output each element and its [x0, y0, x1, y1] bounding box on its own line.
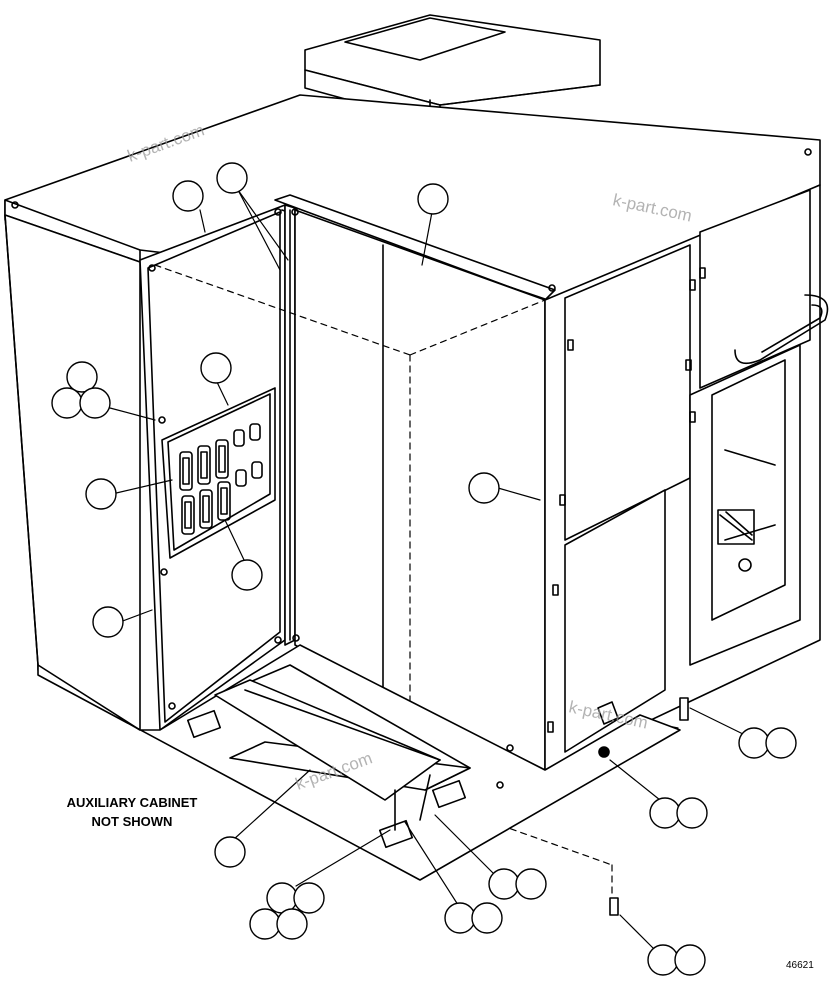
callout-balloon	[249, 908, 281, 940]
callout-balloon	[85, 478, 117, 510]
callout-balloon	[471, 902, 503, 934]
callout-balloon	[765, 727, 797, 759]
callout-balloon	[66, 361, 98, 393]
callout-balloon	[647, 944, 679, 976]
breaker-array	[179, 423, 263, 535]
callout-balloon	[79, 387, 111, 419]
callout-balloon	[515, 868, 547, 900]
callout-balloon	[649, 797, 681, 829]
callout-balloon	[468, 472, 500, 504]
callout-balloon	[92, 606, 124, 638]
left-side-panel	[4, 214, 141, 731]
callout-balloons	[51, 162, 797, 976]
drawing-number: 46621	[786, 960, 814, 971]
left-door-panel	[139, 204, 286, 731]
callout-balloon	[200, 352, 232, 384]
callout-balloon	[214, 836, 246, 868]
callout-balloon	[417, 183, 449, 215]
auxiliary-cabinet-note: AUXILIARY CABINET NOT SHOWN	[66, 795, 198, 829]
panel-latches	[547, 267, 706, 733]
callout-balloon	[172, 180, 204, 212]
callout-balloon	[676, 797, 708, 829]
callout-balloon	[293, 882, 325, 914]
callout-balloon	[738, 727, 770, 759]
callout-balloon	[276, 908, 308, 940]
callout-balloon	[674, 944, 706, 976]
callout-balloon	[51, 387, 83, 419]
center-frame	[274, 194, 556, 771]
cabinet-base	[37, 644, 689, 916]
callout-balloon	[444, 902, 476, 934]
callout-leaders	[109, 189, 746, 951]
callout-balloon	[216, 162, 248, 194]
callout-balloon	[231, 559, 263, 591]
right-front-face	[544, 184, 829, 771]
callout-balloon	[488, 868, 520, 900]
